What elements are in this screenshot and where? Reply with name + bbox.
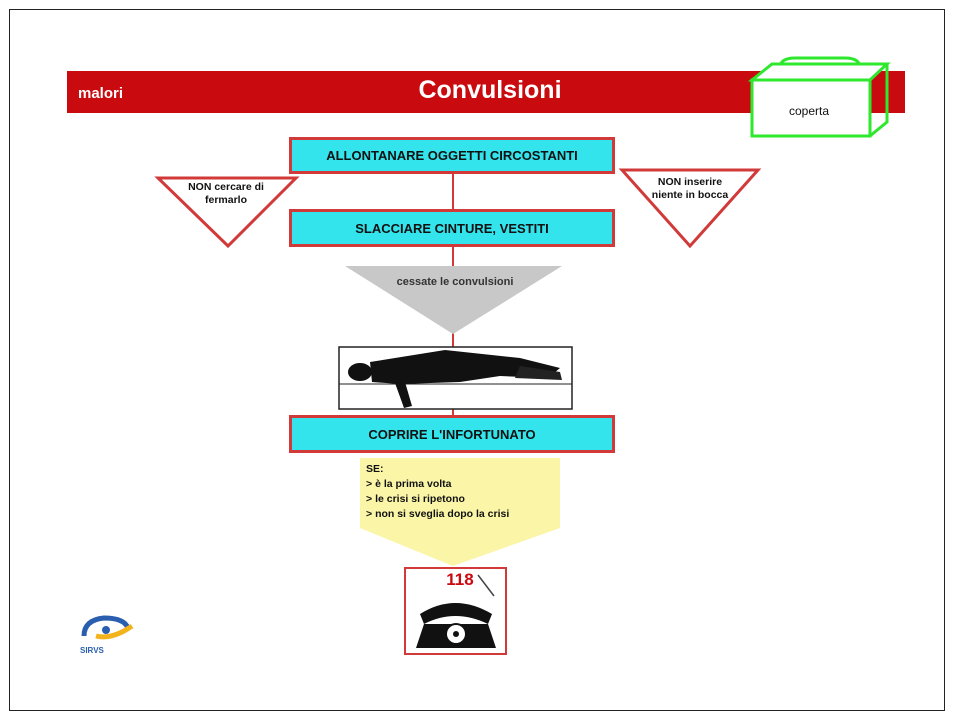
step-loosen-clothing: SLACCIARE CINTURE, VESTITI — [289, 209, 615, 247]
condition-item: > non si sveglia dopo la crisi — [366, 508, 510, 520]
conditions-list: SE: > è la prima volta > le crisi si rip… — [366, 462, 509, 522]
section-label: malori — [78, 85, 124, 102]
condition-item: > è la prima volta — [366, 478, 452, 490]
step-remove-objects: ALLONTANARE OGGETTI CIRCOSTANTI — [289, 137, 615, 174]
conditions-funnel — [360, 458, 560, 566]
conditions-heading: SE: — [366, 463, 384, 475]
logo-text: SIRVS — [80, 646, 104, 655]
recovery-position-image — [338, 346, 573, 410]
warning-right-text: NON inserire niente in bocca — [651, 176, 729, 201]
step-cover-victim: COPRIRE L'INFORTUNATO — [289, 415, 615, 453]
organization-logo — [81, 615, 134, 640]
funnel-text: cessate le convulsioni — [396, 276, 514, 288]
warning-left-text: NON cercare di fermarlo — [188, 181, 264, 206]
emergency-number: 118 — [446, 570, 474, 589]
condition-item: > le crisi si ripetono — [366, 493, 465, 505]
slide-frame — [9, 9, 945, 711]
funnel-arrow — [345, 266, 562, 334]
telephone-icon — [404, 567, 507, 655]
blanket-bag-icon — [747, 56, 891, 138]
warning-triangle-right — [618, 168, 762, 249]
blanket-label: coperta — [788, 104, 830, 118]
warning-triangle-left — [154, 176, 300, 249]
slide-title: Convulsioni — [418, 76, 562, 104]
